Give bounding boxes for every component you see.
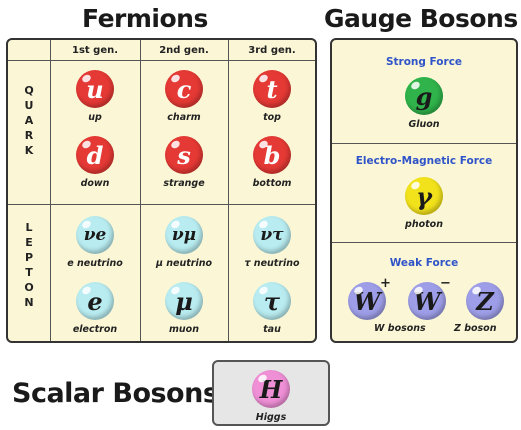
particle-name: Higgs	[255, 412, 287, 423]
particle-charm[interactable]: c charm	[144, 70, 224, 123]
grid-line	[8, 204, 315, 205]
generation-header-3: 3rd gen.	[248, 45, 296, 56]
particle-higgs[interactable]: H Higgs	[231, 370, 311, 423]
tau-neutrino-icon: ντ	[253, 216, 291, 254]
particle-name: Gluon	[408, 119, 440, 130]
muon-icon: μ	[165, 282, 203, 320]
gauge-bosons-title: Gauge Bosons	[324, 4, 518, 33]
particle-name: strange	[163, 178, 205, 189]
particle-name: bottom	[252, 178, 292, 189]
scalar-bosons-title: Scalar Bosons	[12, 378, 219, 409]
weak-force-label: Weak Force	[389, 257, 459, 269]
em-force-label: Electro-Magnetic Force	[355, 155, 493, 167]
particle-name: tau	[263, 324, 281, 335]
higgs-icon: H	[252, 370, 290, 408]
particle-name: electron	[72, 324, 118, 335]
w-minus-boson-icon[interactable]: W	[408, 282, 446, 320]
down-quark-icon: d	[76, 136, 114, 174]
particle-tau-neutrino[interactable]: ντ τ neutrino	[232, 216, 312, 269]
grid-line	[50, 40, 51, 341]
electron-icon: e	[76, 282, 114, 320]
particle-name: μ neutrino	[155, 258, 213, 269]
particle-name: e neutrino	[67, 258, 123, 269]
w-plus-charge: +	[380, 276, 391, 291]
strong-force-label: Strong Force	[385, 56, 463, 68]
gluon-icon: g	[405, 77, 443, 115]
grid-line	[228, 40, 229, 341]
particle-name: up	[88, 112, 102, 123]
generation-header-2: 2nd gen.	[159, 45, 209, 56]
particle-gluon[interactable]: g Gluon	[384, 77, 464, 130]
w-plus-boson-icon[interactable]: W	[348, 282, 386, 320]
bottom-quark-icon: b	[253, 136, 291, 174]
particle-name: charm	[167, 112, 201, 123]
particle-tau[interactable]: τ tau	[232, 282, 312, 335]
particle-e-neutrino[interactable]: νe e neutrino	[55, 216, 135, 269]
grid-line	[8, 60, 315, 61]
particle-name: muon	[169, 324, 199, 335]
particle-name: photon	[405, 219, 443, 230]
particle-up[interactable]: u up	[55, 70, 135, 123]
particle-top[interactable]: t top	[232, 70, 312, 123]
e-neutrino-icon: νe	[76, 216, 114, 254]
w-bosons-name: W bosons	[374, 323, 426, 334]
top-quark-icon: t	[253, 70, 291, 108]
tau-icon: τ	[253, 282, 291, 320]
particle-bottom[interactable]: b bottom	[232, 136, 312, 189]
particle-photon[interactable]: γ photon	[384, 177, 464, 230]
scalar-bosons-panel: H Higgs	[212, 360, 330, 426]
z-boson-name: Z boson	[454, 323, 497, 334]
particle-down[interactable]: d down	[55, 136, 135, 189]
up-quark-icon: u	[76, 70, 114, 108]
particle-mu-neutrino[interactable]: νμ μ neutrino	[144, 216, 224, 269]
particle-name: top	[263, 112, 281, 123]
z-boson-icon[interactable]: Z	[466, 282, 504, 320]
particle-name: τ neutrino	[244, 258, 300, 269]
particle-electron[interactable]: e electron	[55, 282, 135, 335]
particle-strange[interactable]: s strange	[144, 136, 224, 189]
grid-line	[140, 40, 141, 341]
generation-header-1: 1st gen.	[71, 45, 119, 56]
w-minus-charge: −	[440, 276, 451, 291]
grid-line	[332, 242, 516, 243]
grid-line	[332, 143, 516, 144]
gauge-bosons-panel: Strong Force g Gluon Electro-Magnetic Fo…	[330, 38, 518, 343]
particle-name: down	[80, 178, 110, 189]
strange-quark-icon: s	[165, 136, 203, 174]
fermions-title: Fermions	[82, 4, 208, 33]
photon-icon: γ	[405, 177, 443, 215]
mu-neutrino-icon: νμ	[165, 216, 203, 254]
charm-quark-icon: c	[165, 70, 203, 108]
particle-muon[interactable]: μ muon	[144, 282, 224, 335]
